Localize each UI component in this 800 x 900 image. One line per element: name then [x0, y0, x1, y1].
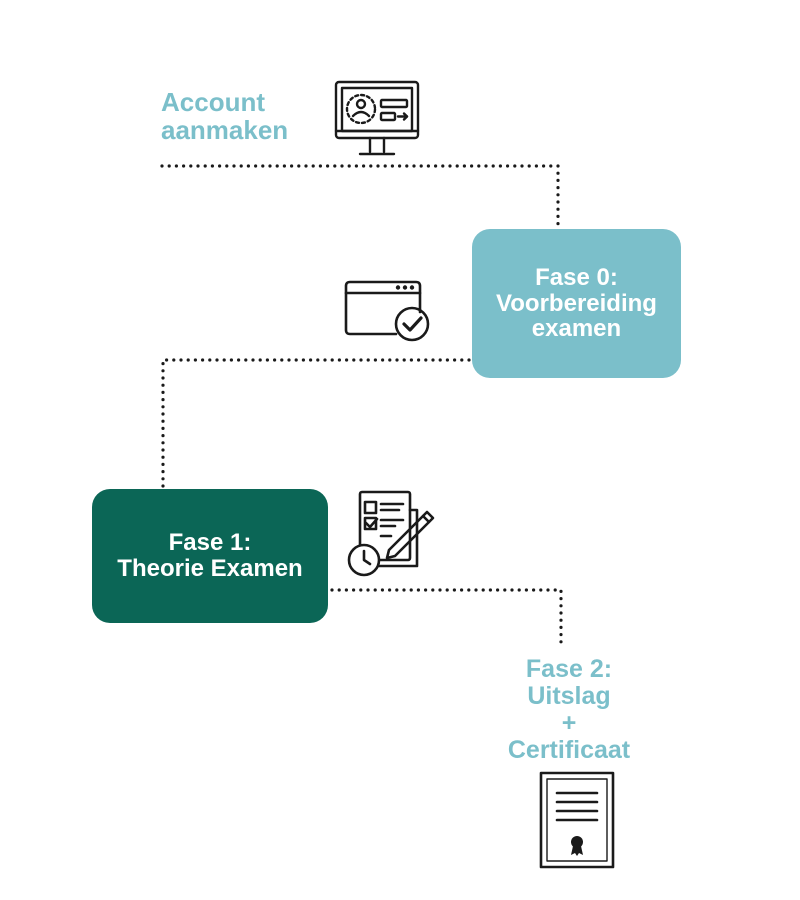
certificate-icon: [539, 771, 615, 869]
fase0-label-line1: Fase 0:: [535, 263, 618, 291]
fase0-label-line2: Voorbereiding: [496, 289, 657, 317]
browser-check-icon: [344, 280, 430, 344]
fase2-label-line2: Uitslag: [527, 682, 611, 710]
fase1-box: Fase 1: Theorie Examen: [92, 489, 328, 623]
account-label-line2: aanmaken: [161, 115, 289, 146]
account-step-label: Account aanmaken: [161, 88, 288, 144]
connector-fase1-to-fase2: [330, 588, 563, 650]
fase1-label-line2: Theorie Examen: [117, 555, 303, 582]
fase0-box: Fase 0: Voorbereiding examen: [472, 229, 681, 378]
fase2-step-label: Fase 2: Uitslag + Certificaat: [480, 656, 658, 764]
computer-profile-icon: [334, 80, 420, 160]
fase0-label-line3: examen: [531, 315, 622, 343]
fase1-label-line1: Fase 1:: [168, 529, 252, 557]
fase2-label-line1: Fase 2:: [525, 655, 613, 683]
exam-clipboard-icon: [347, 490, 437, 578]
fase2-label-line3: +: [561, 709, 577, 737]
connector-fase0-to-fase1: [161, 358, 471, 488]
connector-account-to-fase0: [160, 164, 560, 226]
account-label-line1: Account: [161, 87, 265, 117]
fase2-label-line4: Certificaat: [507, 736, 631, 764]
